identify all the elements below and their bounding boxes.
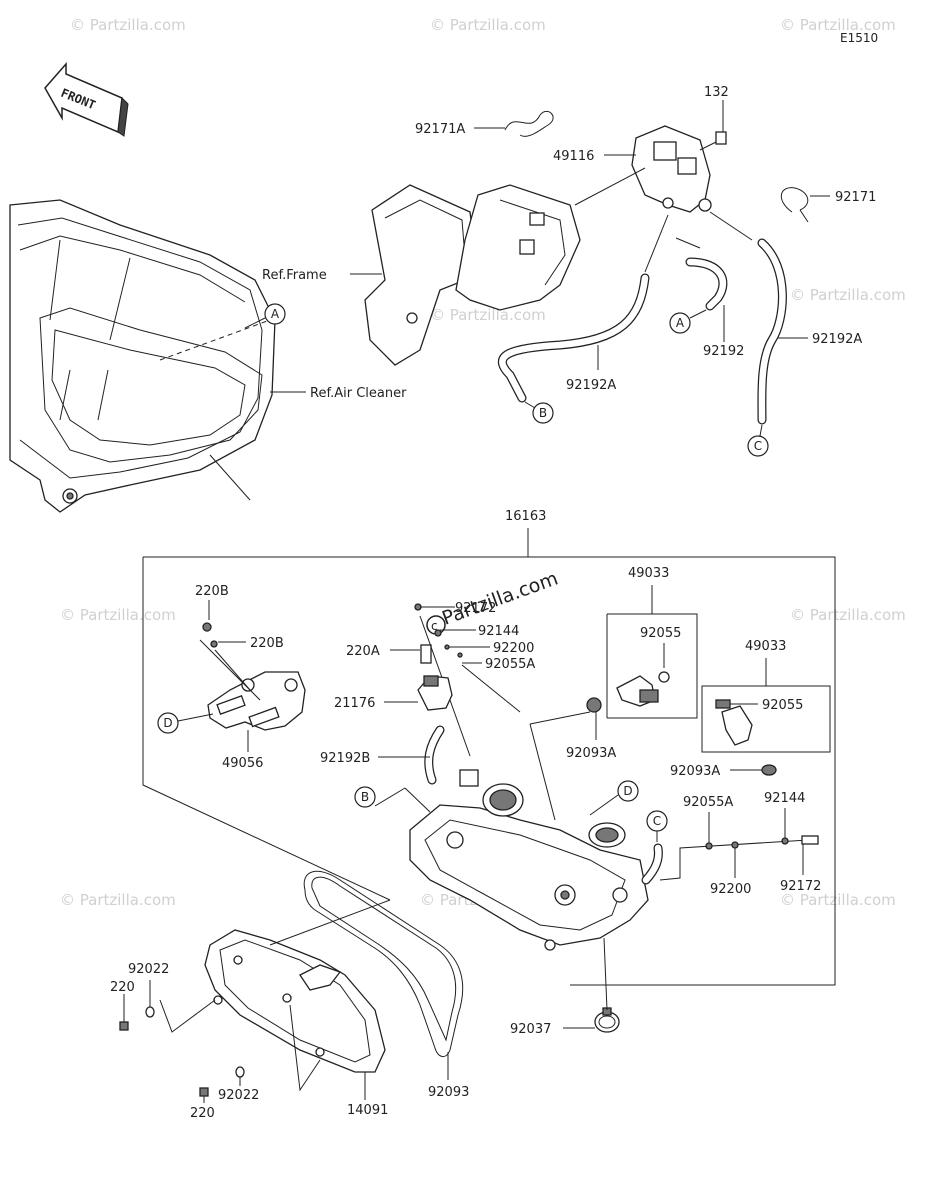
svg-text:B: B <box>539 406 547 420</box>
fitting-92055a <box>705 842 713 850</box>
label-92093a-a: 92093A <box>566 746 616 761</box>
label-92192b: 92192B <box>320 751 370 766</box>
label-92171a: 92171A <box>415 122 465 137</box>
fasteners-lower-left <box>119 1006 245 1097</box>
watermark-text: © Partzilla.com <box>70 16 186 34</box>
watermark-text: © Partzilla.com <box>780 891 896 909</box>
injector-box-b <box>701 685 831 753</box>
front-arrow-icon: FRONT <box>44 62 129 137</box>
diagram-code: E1510 <box>840 31 878 45</box>
label-92192a-top: 92192A <box>566 378 616 393</box>
label-14091: 14091 <box>347 1103 388 1118</box>
callout-b-top: B <box>532 402 554 424</box>
watermark-text: © Partzilla.com <box>790 286 906 304</box>
label-92144-right: 92144 <box>764 791 805 806</box>
watermark-text: © Partzilla.com <box>60 606 176 624</box>
label-92055-a: 92055 <box>640 626 681 641</box>
assembly-border <box>143 556 836 986</box>
clamp-92171-icon <box>781 187 809 223</box>
label-92200-top: 92200 <box>493 641 534 656</box>
svg-text:Partzilla.com: Partzilla.com <box>439 567 561 629</box>
label-220a: 220A <box>346 644 380 659</box>
label-92093: 92093 <box>428 1085 469 1100</box>
air-valve-drawing <box>631 125 727 213</box>
label-16163: 16163 <box>505 509 546 524</box>
label-92171: 92171 <box>835 190 876 205</box>
fitting-92172 <box>801 835 819 845</box>
label-49116: 49116 <box>553 149 594 164</box>
label-92022-b: 92022 <box>218 1088 259 1103</box>
label-49033-b: 49033 <box>745 639 786 654</box>
svg-text:c: c <box>431 619 438 633</box>
svg-text:C: C <box>653 814 661 828</box>
callout-b-center: B <box>354 786 376 808</box>
label-220b-a: 220B <box>195 584 229 599</box>
ref-air-cleaner-label: Ref.Air Cleaner <box>310 386 407 401</box>
label-92055-b: 92055 <box>762 698 803 713</box>
callout-c-top: C <box>747 435 769 457</box>
label-132: 132 <box>704 85 729 100</box>
hose-92192b <box>424 725 445 785</box>
watermark-text: © Partzilla.com <box>430 306 546 324</box>
svg-text:B: B <box>361 790 369 804</box>
label-92022-a: 92022 <box>128 962 169 977</box>
belt-92093-drawing <box>303 870 464 1057</box>
label-49056: 49056 <box>222 756 263 771</box>
label-92200-right: 92200 <box>710 882 751 897</box>
label-92093a-b: 92093A <box>670 764 720 779</box>
svg-text:D: D <box>163 716 172 730</box>
sensor-21176-drawing <box>417 675 453 711</box>
injector-49033-b <box>715 699 753 746</box>
seal-92093a-a <box>586 697 602 713</box>
label-92144-top: 92144 <box>478 624 519 639</box>
label-49033-a: 49033 <box>628 566 669 581</box>
ref-frame-label: Ref.Frame <box>262 268 327 283</box>
label-92192: 92192 <box>703 344 744 359</box>
label-220b-b: 220B <box>250 636 284 651</box>
label-92172-top: 92172 <box>455 601 496 616</box>
hose-c-right <box>641 843 663 885</box>
label-21176: 21176 <box>334 696 375 711</box>
clamp-92037-icon <box>594 1007 620 1033</box>
callout-a-hose: A <box>669 312 691 334</box>
watermark-text: © Partzilla.com <box>790 606 906 624</box>
label-92055a-top: 92055A <box>485 657 535 672</box>
callout-a-top: A <box>264 303 286 325</box>
callout-c-center: C <box>646 810 668 832</box>
svg-text:A: A <box>676 316 685 330</box>
seal-92093a-b <box>761 764 777 776</box>
injector-49033-a <box>616 675 659 707</box>
hoses-top <box>498 211 787 425</box>
svg-text:A: A <box>271 307 280 321</box>
svg-text:C: C <box>754 439 762 453</box>
watermark-text: © Partzilla.com <box>430 16 546 34</box>
watermark-text: © Partzilla.com <box>780 16 896 34</box>
fitting-92200 <box>731 841 739 849</box>
throttle-body-drawing <box>409 769 649 951</box>
label-220-a: 220 <box>110 980 135 995</box>
cover-14091-drawing <box>204 929 386 1073</box>
svg-text:D: D <box>623 784 632 798</box>
label-92192a-right: 92192A <box>812 332 862 347</box>
callout-d-center: D <box>617 780 639 802</box>
clamp-92171a-icon <box>504 110 554 137</box>
part-49056-drawing <box>202 622 306 731</box>
frame-drawing <box>364 184 581 366</box>
label-92055a-right: 92055A <box>683 795 733 810</box>
label-220-b: 220 <box>190 1106 215 1121</box>
o-ring-92055-a <box>658 671 670 683</box>
callout-d-left: D <box>157 712 179 734</box>
label-92172-right: 92172 <box>780 879 821 894</box>
fitting-92144 <box>781 837 789 845</box>
watermark-text: © Partzilla.com <box>60 891 176 909</box>
air-cleaner-drawing <box>9 199 306 513</box>
label-92037: 92037 <box>510 1022 551 1037</box>
